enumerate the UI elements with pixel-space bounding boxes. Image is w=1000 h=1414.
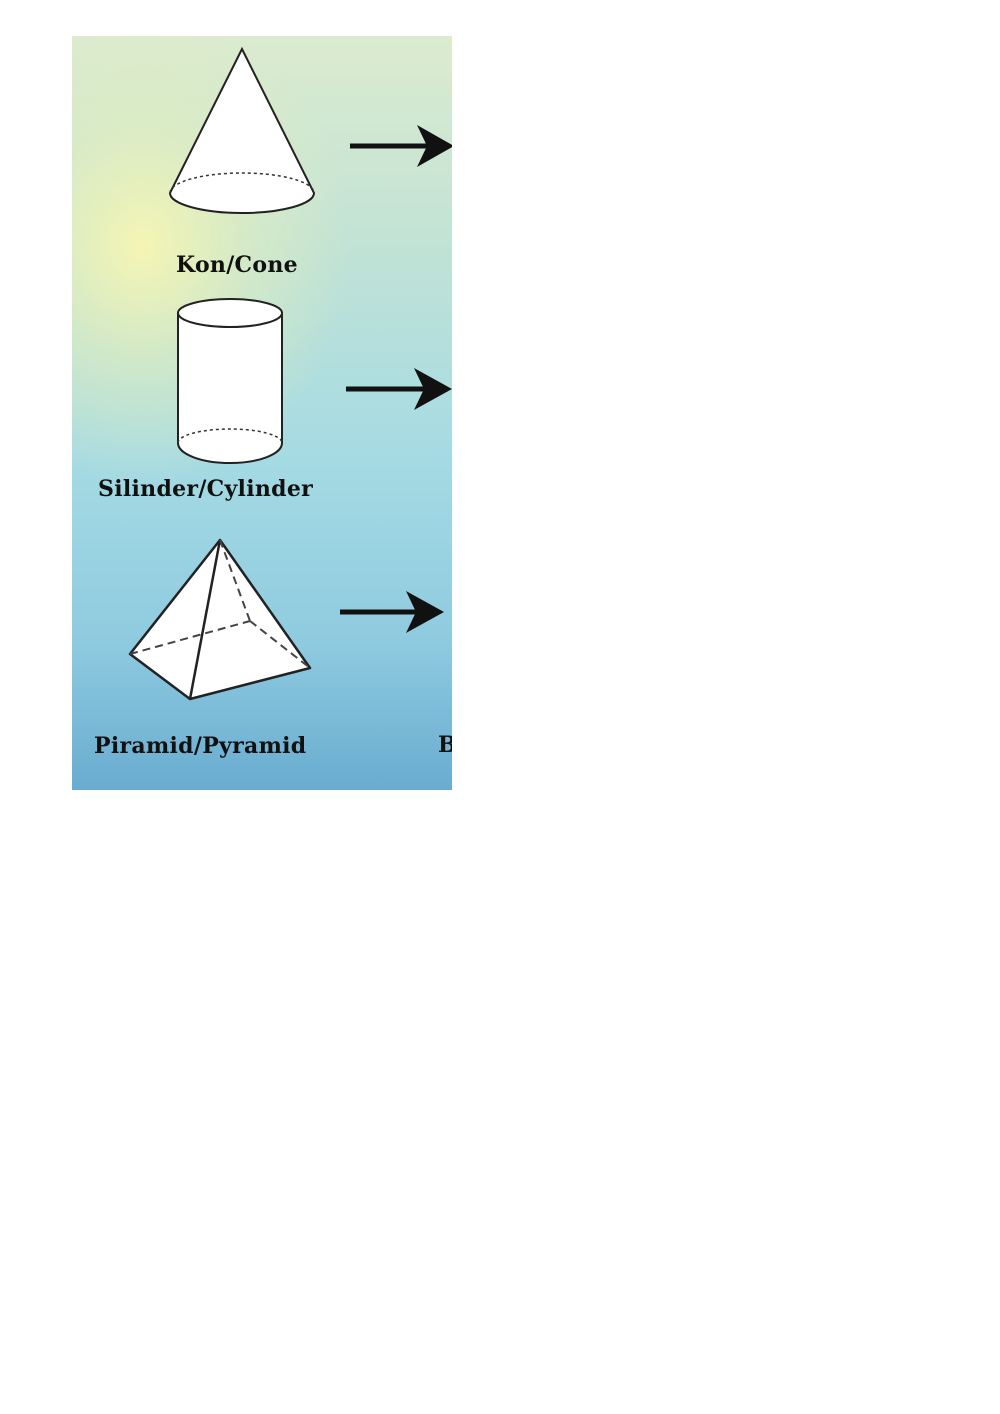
arrow-right-icon <box>346 368 452 410</box>
cut-off-label: B <box>438 732 452 758</box>
cone-icon <box>168 46 316 214</box>
shapes-panel: Kon/Cone Silinder/Cylinder Piramid/Pyram… <box>72 36 452 790</box>
arrow-right-icon <box>340 591 444 633</box>
cone-label: Kon/Cone <box>176 252 298 278</box>
pyramid-label: Piramid/Pyramid <box>94 733 307 759</box>
arrow-right-icon <box>350 125 452 167</box>
pyramid-icon <box>128 538 312 701</box>
cylinder-label: Silinder/Cylinder <box>98 476 314 502</box>
cylinder-icon <box>177 298 283 464</box>
shapes-drawing <box>128 46 452 701</box>
